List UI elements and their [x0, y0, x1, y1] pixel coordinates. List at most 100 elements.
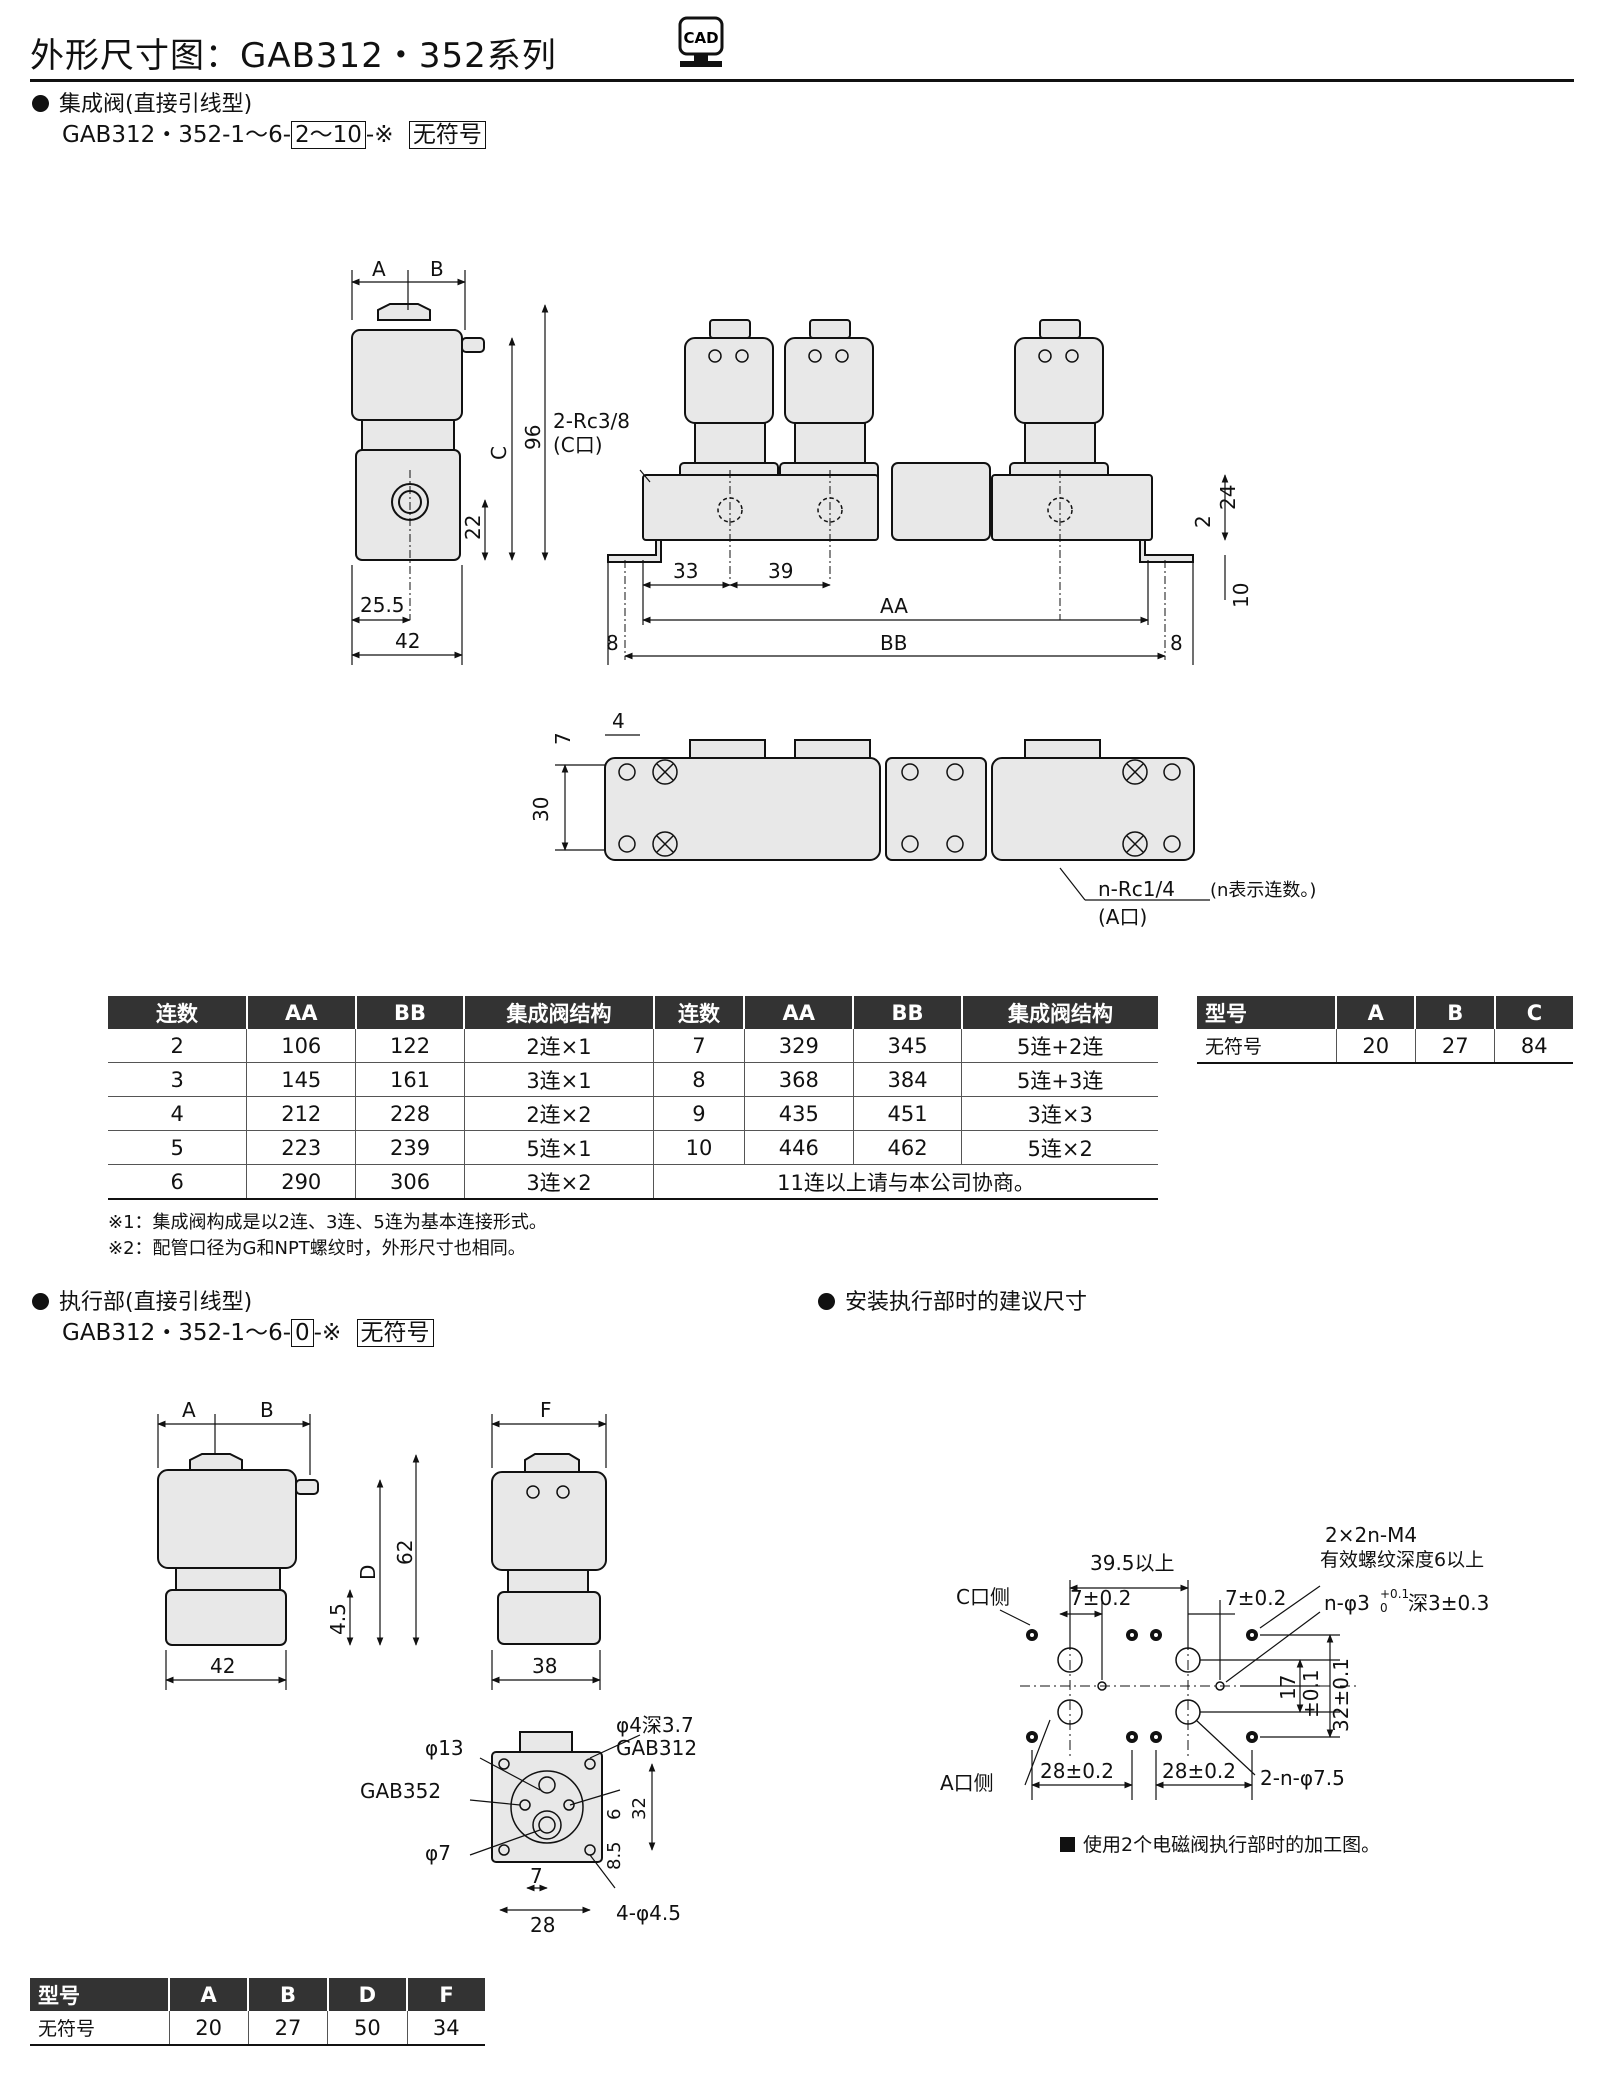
table-cell: 306	[355, 1164, 465, 1200]
label-c-side: C口侧	[956, 1585, 1010, 1609]
bullet-icon	[32, 95, 49, 112]
table-cell: 84	[1494, 1029, 1573, 1064]
table-cell: 6	[108, 1164, 248, 1200]
dim-22: 22	[461, 515, 485, 540]
label-pin: n-φ3	[1324, 1591, 1370, 1615]
port-a-label: n-Rc1/4	[1098, 877, 1175, 901]
model-prefix: GAB312・352-1～6-	[62, 1320, 292, 1346]
dim-phi13: φ13	[425, 1736, 464, 1760]
label-pin-tol-dn: 0	[1380, 1601, 1388, 1615]
table-cell: 4	[108, 1096, 248, 1131]
label-screw-depth: 有效螺纹深度6以上	[1320, 1549, 1484, 1571]
table-cell: 290	[246, 1164, 357, 1200]
table-cell: 34	[407, 2011, 485, 2046]
table-header: AA	[246, 996, 357, 1029]
manifold-heading: 集成阀(直接引线型)	[59, 92, 253, 117]
label-pin-depth: 深3±0.3	[1408, 1591, 1489, 1615]
dim-10: 10	[1229, 583, 1253, 608]
dim-BB: BB	[880, 631, 907, 655]
table-cell: 20	[169, 2011, 249, 2046]
mounting-heading: 安装执行部时的建议尺寸	[845, 1290, 1088, 1315]
table-header: AA	[744, 996, 855, 1029]
mounting-drawing: 2×2n-M4 有效螺纹深度6以上 39.5以上 C口侧 7±0.2 7±0.2…	[940, 1523, 1489, 1800]
dim-38: 38	[532, 1654, 557, 1678]
dim-24: 24	[1216, 485, 1240, 510]
table-cell: 384	[853, 1062, 963, 1097]
dim-7: 7	[551, 732, 575, 745]
actuator-model-code: GAB312・352-1～6-0-※ 无符号	[62, 1318, 434, 1348]
footnote-1: ※1：集成阀构成是以2连、3连、5连为基本连接形式。	[108, 1212, 547, 1233]
table-cell: 50	[327, 2011, 408, 2046]
dim-32: 32	[629, 1797, 650, 1820]
label-a-side: A口侧	[940, 1771, 994, 1795]
dim-8-5: 8.5	[604, 1841, 625, 1870]
label-pitch: 39.5以上	[1090, 1551, 1175, 1575]
table-cell: 3	[108, 1062, 248, 1097]
table-header: A	[1336, 996, 1417, 1029]
bullet-icon	[32, 1293, 49, 1310]
table-cell: 451	[853, 1096, 963, 1131]
table-cell: 5	[108, 1130, 248, 1165]
page-title: 外形尺寸图：GAB312・352系列	[30, 36, 557, 76]
footnote-2: ※2：配管口径为G和NPT螺纹时，外形尺寸也相同。	[108, 1238, 526, 1259]
table-cell: 223	[246, 1130, 357, 1165]
label-screw: 2×2n-M4	[1325, 1523, 1417, 1547]
label-tol28b: 28±0.2	[1162, 1759, 1236, 1783]
dim-4-5: 4.5	[326, 1603, 350, 1635]
model-box: 2～10	[291, 121, 366, 149]
table-cell: 7	[653, 1029, 745, 1063]
table-cell: 145	[246, 1062, 357, 1097]
port-a-sub: (A口)	[1098, 905, 1147, 929]
table-cell: 239	[355, 1130, 465, 1165]
dim-D: D	[356, 1565, 380, 1580]
title-rule	[30, 79, 1574, 82]
table-row: 无符号 20 27 84	[1197, 1029, 1573, 1064]
port-c-label: 2-Rc3/8	[553, 409, 630, 433]
label-01: ±0.1	[1299, 1669, 1323, 1718]
mounting-caption-text: 使用2个电磁阀执行部时的加工图。	[1083, 1834, 1381, 1856]
dim-25-5: 25.5	[360, 593, 405, 617]
table-cell: 9	[653, 1096, 745, 1131]
table-cell: 27	[1415, 1029, 1496, 1064]
table-header: 连数	[108, 996, 248, 1029]
table-header: F	[407, 1978, 485, 2011]
label-pin-tol-up: +0.1	[1380, 1587, 1409, 1601]
dim-6: 6	[604, 1809, 625, 1820]
table-header-row: 型号 A B C	[1197, 996, 1573, 1029]
table-cell: 122	[355, 1029, 465, 1063]
model-mid: -※	[313, 1320, 342, 1346]
dim-28: 28	[530, 1913, 555, 1937]
dim-F: F	[540, 1398, 552, 1422]
dim-8-left: 8	[606, 631, 619, 655]
table-header: BB	[853, 996, 963, 1029]
port-a-note: (n表示连数。)	[1210, 880, 1316, 901]
actuator-section: 执行部(直接引线型) GAB312・352-1～6-0-※ 无符号	[32, 1288, 434, 1348]
model-box: 0	[291, 1319, 314, 1347]
dim-4: 4	[612, 709, 625, 733]
table-cell: 5连×2	[961, 1130, 1158, 1165]
table-cell: 2连×1	[464, 1029, 655, 1063]
label-tol7b: 7±0.2	[1225, 1586, 1286, 1610]
dim-B: B	[430, 257, 444, 281]
actuator-drawing: A B D 62 4.5 42 F 38 φ13 φ4深3.7 GAB312 G…	[157, 1398, 697, 1937]
model-suffix-box: 无符号	[356, 1319, 434, 1347]
model-mid: -※	[365, 122, 394, 148]
table-header: 集成阀结构	[464, 996, 655, 1029]
table-header-row: 型号 A B D F	[30, 1978, 485, 2011]
table-cell: 446	[744, 1130, 854, 1165]
dim-39: 39	[768, 559, 793, 583]
manifold-drawing: A B C 96 22 25.5 42 2-Rc3/8 (C口) 33 39 A…	[351, 257, 1316, 929]
dim-33: 33	[673, 559, 698, 583]
table-cell: 3连×3	[961, 1096, 1158, 1131]
dim-A: A	[372, 257, 386, 281]
mounting-section: 安装执行部时的建议尺寸	[818, 1288, 1087, 1318]
dim-8-right: 8	[1170, 631, 1183, 655]
dim-7: 7	[530, 1864, 543, 1888]
dim-phi7: φ7	[425, 1841, 451, 1865]
cad-icon[interactable]: CAD	[676, 16, 726, 68]
label-bore: 2-n-φ7.5	[1260, 1766, 1345, 1790]
dim-A: A	[182, 1398, 196, 1422]
